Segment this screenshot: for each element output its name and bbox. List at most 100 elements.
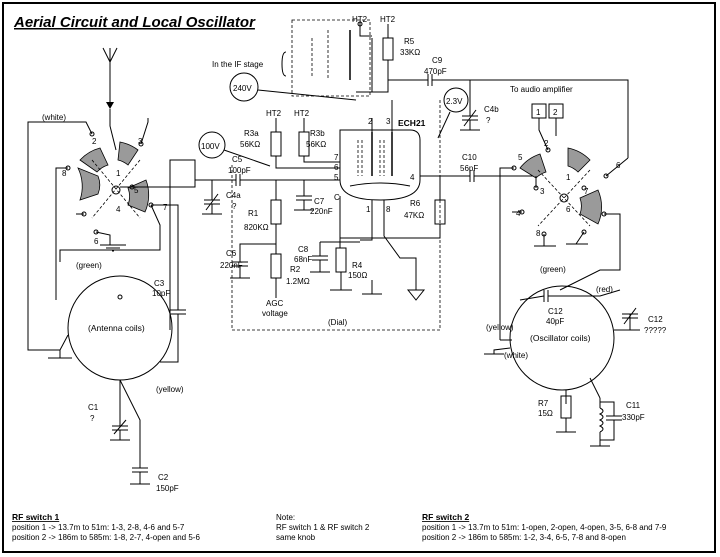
c1-q: ? [90, 414, 95, 423]
c12-label-inner: C12 [548, 307, 563, 316]
r3b-label: R3b [310, 129, 325, 138]
resistor-r1 [270, 199, 282, 225]
label-red: (red) [596, 285, 613, 294]
tube-pin-2: 2 [368, 117, 373, 126]
pin-3: 3 [138, 137, 143, 146]
c11-label: C11 [626, 401, 641, 410]
sw1-line1: position 1 -> 13.7m to 51m: 1-3, 2-8, 4-… [12, 523, 185, 532]
sw2-pin-2: 2 [544, 139, 549, 148]
c2-value: 150pF [156, 484, 179, 493]
tube-ech21 [339, 100, 421, 214]
tube-pin-8: 8 [386, 205, 391, 214]
c5-label: C5 [232, 155, 243, 164]
c3-label: C3 [154, 279, 165, 288]
label-yellow-left: (yellow) [156, 385, 184, 394]
r4-value: 150Ω [348, 271, 367, 280]
r3a-value: 56KΩ [240, 140, 260, 149]
c4b-q: ? [486, 116, 491, 125]
tube-pin-3: 3 [386, 117, 391, 126]
tube-pin-c: C [334, 193, 340, 202]
note-line2: same knob [276, 533, 316, 542]
r3a-label: R3a [244, 129, 259, 138]
sw2-pin-1: 1 [566, 173, 571, 182]
label-in-if-stage: In the IF stage [212, 60, 264, 69]
c6-label: C6 [226, 249, 237, 258]
label-white-right: (white) [504, 351, 528, 360]
resistor-r2 [270, 253, 282, 279]
c8-label: C8 [298, 245, 309, 254]
r7-label: R7 [538, 399, 549, 408]
label-antenna-coils: (Antenna coils) [88, 323, 145, 333]
r1-value: 820KΩ [244, 223, 269, 232]
r5-label: R5 [404, 37, 415, 46]
voltage-100v [198, 131, 226, 159]
sw2-line1: position 1 -> 13.7m to 51m: 1-open, 2-op… [422, 523, 667, 532]
coil-and-c11 [590, 398, 622, 447]
r1-label: R1 [248, 209, 259, 218]
voltage-2-3v [443, 87, 469, 113]
r2-value: 1.2MΩ [286, 277, 310, 286]
r6-label: R6 [410, 199, 421, 208]
v240-text: 240V [233, 84, 252, 93]
c4b-label: C4b [484, 105, 499, 114]
agc-label-2: voltage [262, 309, 288, 318]
label-green-right: (green) [540, 265, 566, 274]
sw2-pin-5: 5 [518, 153, 523, 162]
rf-switch-1 [27, 109, 196, 351]
c1-label: C1 [88, 403, 99, 412]
note-title: Note: [276, 513, 295, 522]
v23-text: 2.3V [446, 97, 463, 106]
c4a-q: ? [232, 202, 237, 211]
note-line1: RF switch 1 & RF switch 2 [276, 523, 370, 532]
r5-value: 33KΩ [400, 48, 420, 57]
c12-label: C12 [648, 315, 663, 324]
tube-pin-5: 5 [334, 173, 339, 182]
label-yellow-right: (yellow) [486, 323, 514, 332]
ht2-c: HT2 [266, 109, 282, 118]
pin-8: 8 [62, 169, 67, 178]
c9-label: C9 [432, 56, 443, 65]
sw2-pin-6-top: 6 [616, 161, 621, 170]
c10-value: 56pF [460, 164, 478, 173]
label-white-left: (white) [42, 113, 66, 122]
label-oscillator-coils: (Oscillator coils) [530, 333, 591, 343]
tube-label: ECH21 [398, 118, 426, 128]
c10-label: C10 [462, 153, 477, 162]
oscillator-coils [484, 285, 631, 399]
agc-label-1: AGC [266, 299, 284, 308]
resistor-r3a [270, 131, 282, 157]
rf-switch-2 [499, 118, 629, 340]
if-transformer [311, 21, 373, 93]
r2-label: R2 [290, 265, 301, 274]
r4-label: R4 [352, 261, 363, 270]
label-green-left: (green) [76, 261, 102, 270]
ht2-a: HT2 [352, 15, 368, 24]
c12-q: ????? [644, 326, 667, 335]
ht2-d: HT2 [294, 109, 310, 118]
sw1-line2: position 2 -> 186m to 585m: 1-8, 2-7, 4-… [12, 533, 200, 542]
tube-pin-1: 1 [366, 205, 371, 214]
if-stage-box [281, 19, 371, 97]
sw2-line2: position 2 -> 186m to 585m: 1-2, 3-4, 6-… [422, 533, 626, 542]
c3-value: 10pF [152, 289, 170, 298]
resistor-r5 [382, 37, 394, 61]
c9-value: 470pF [424, 67, 447, 76]
capacitor-c3 [170, 300, 186, 330]
pin-6: 6 [94, 237, 99, 246]
audio-terminal-1-label: 1 [536, 108, 541, 117]
sw2-title: RF switch 2 [422, 512, 470, 522]
c11-value: 330pF [622, 413, 645, 422]
pin-1: 1 [116, 169, 121, 178]
c2-label: C2 [158, 473, 169, 482]
c4a-label: C4a [226, 191, 241, 200]
capacitor-c2 [130, 467, 150, 485]
pin-2: 2 [92, 137, 97, 146]
c7-value: 220nF [310, 207, 333, 216]
pin-5: 5 [134, 186, 139, 195]
pin-4: 4 [116, 205, 121, 214]
r7-value: 15Ω [538, 409, 553, 418]
c6-value: 220nF [220, 261, 243, 270]
ht2-b: HT2 [380, 15, 396, 24]
